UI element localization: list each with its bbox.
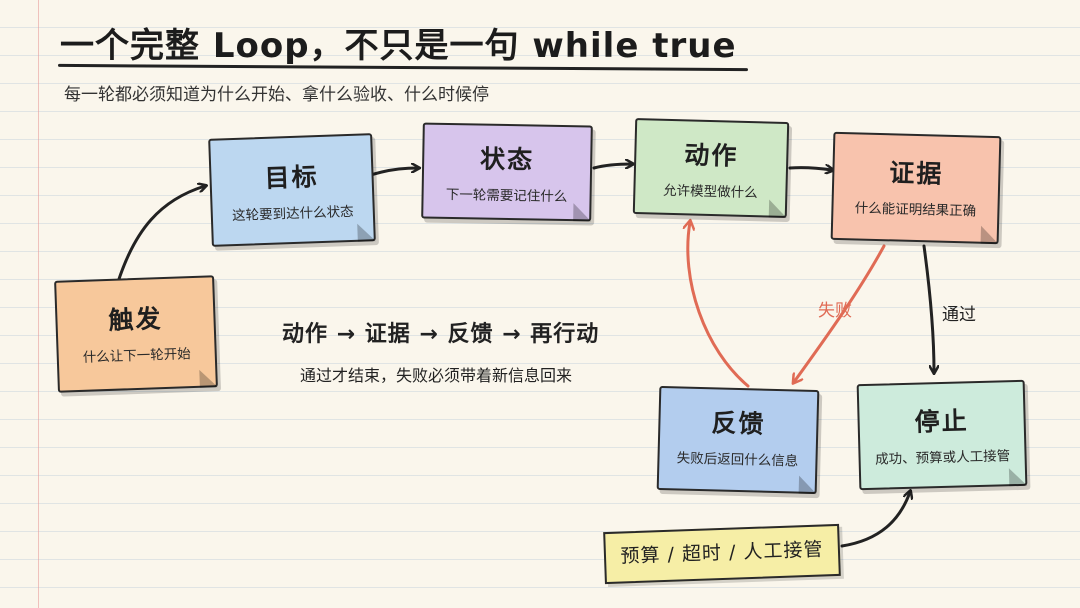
edge-label-fail: 失败: [818, 301, 852, 321]
node-feedback: 反馈 失败后返回什么信息: [656, 385, 820, 495]
arrow-goal-to-state: [366, 168, 418, 178]
node-action: 动作 允许模型做什么: [632, 118, 790, 218]
page-fold-icon: [1008, 467, 1028, 487]
arrow-trigger-to-goal: [116, 186, 205, 284]
flow-summary: 动作 → 证据 → 反馈 → 再行动: [282, 322, 600, 347]
stop-triggers-note: 预算 / 超时 / 人工接管: [603, 523, 841, 585]
node-trigger-subtitle: 什么让下一轮开始: [82, 346, 192, 366]
node-feedback-subtitle: 失败后返回什么信息: [676, 450, 799, 470]
node-stop-subtitle: 成功、预算或人工接管: [874, 448, 1011, 468]
node-state-title: 状态: [479, 144, 535, 175]
page-fold-icon: [980, 225, 1000, 245]
node-stop-title: 停止: [914, 406, 970, 437]
node-stop: 停止 成功、预算或人工接管: [856, 379, 1028, 491]
node-goal: 目标 这轮要到达什么状态: [208, 133, 376, 247]
arrow-evidence-to-stop: [922, 244, 934, 372]
flow-note: 通过才结束，失败必须带着新信息回来: [300, 366, 573, 385]
node-state: 状态 下一轮需要记住什么: [421, 122, 593, 222]
node-state-subtitle: 下一轮需要记住什么: [445, 186, 568, 206]
node-trigger: 触发 什么让下一轮开始: [54, 275, 218, 393]
node-goal-subtitle: 这轮要到达什么状态: [231, 203, 354, 225]
node-trigger-title: 触发: [107, 304, 163, 335]
node-action-title: 动作: [683, 140, 739, 171]
edge-label-pass: 通过: [942, 305, 976, 325]
node-evidence: 证据 什么能证明结果正确: [830, 131, 1002, 245]
page-fold-icon: [357, 223, 376, 242]
notebook-margin-line: [38, 0, 39, 608]
arrow-triggers-to-stop: [840, 492, 910, 548]
arrow-feedback-to-action: [688, 222, 750, 388]
node-evidence-title: 证据: [888, 158, 944, 189]
node-action-subtitle: 允许模型做什么: [662, 182, 758, 202]
node-evidence-subtitle: 什么能证明结果正确: [854, 200, 977, 220]
page-fold-icon: [798, 475, 818, 495]
page-fold-icon: [768, 199, 788, 218]
arrow-action-to-evidence: [788, 168, 832, 170]
node-feedback-title: 反馈: [711, 408, 766, 439]
page-subtitle: 每一轮都必须知道为什么开始、拿什么验收、什么时候停: [64, 85, 489, 105]
page-title: 一个完整 Loop，不只是一句 while true: [60, 26, 737, 66]
page-fold-icon: [573, 203, 592, 222]
node-goal-title: 目标: [264, 162, 320, 193]
page-fold-icon: [199, 369, 218, 388]
arrow-state-to-action: [592, 164, 632, 170]
